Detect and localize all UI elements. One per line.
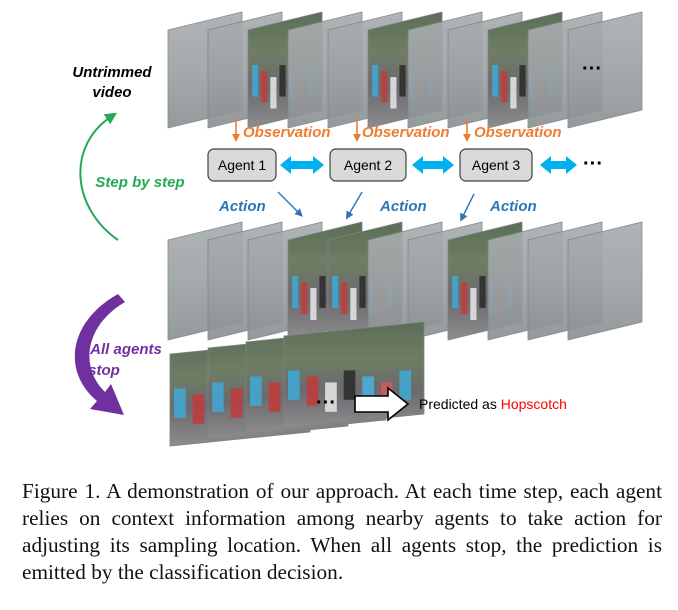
agent-link-arrows	[280, 156, 577, 174]
agent-box-1: Agent 1	[207, 148, 277, 182]
agent-box-2: Agent 2	[329, 148, 407, 182]
step-loop-arrow	[79, 112, 119, 241]
agent-label-1: Agent 1	[218, 157, 266, 173]
top-row-ellipsis: ···	[582, 58, 602, 80]
observation-label-1: Observation	[243, 124, 331, 141]
prediction-text: Predicted as Hopscotch	[419, 396, 567, 412]
observation-arrows	[232, 118, 471, 142]
final-frame-stack	[169, 321, 425, 447]
action-label-2: Action	[379, 198, 427, 215]
link-arrow-1-2	[280, 156, 324, 174]
input-label-line2: video	[92, 84, 131, 101]
top-frame-11	[567, 11, 643, 129]
input-label-line1: Untrimmed	[72, 64, 152, 81]
bottom-ellipsis: ···	[316, 392, 336, 414]
agent-label-2: Agent 2	[344, 157, 392, 173]
agent-box-3: Agent 3	[459, 148, 533, 182]
action-label-3: Action	[489, 198, 537, 215]
observation-label-2: Observation	[362, 124, 450, 141]
final-frame-4	[283, 321, 425, 429]
figure: Untrimmed video ··· Observation Observat…	[72, 11, 643, 447]
caption-label: Figure 1.	[22, 479, 101, 503]
middle-frame-11	[567, 221, 643, 341]
observation-label-3: Observation	[474, 124, 562, 141]
stop-label-line1: All agents	[89, 341, 162, 358]
stop-arrow	[74, 294, 125, 415]
top-frame-row	[167, 11, 643, 129]
stop-label-line2: stop	[88, 362, 120, 379]
prediction-class: Hopscotch	[501, 396, 567, 412]
step-label: Step by step	[95, 174, 184, 191]
agent-row-ellipsis: ···	[583, 153, 603, 175]
link-arrow-3-next	[540, 156, 577, 174]
action-arrows	[277, 191, 475, 222]
middle-frame-row	[167, 221, 643, 341]
prediction-arrow	[354, 386, 410, 422]
prediction-prefix: Predicted as	[419, 396, 501, 412]
link-arrow-2-3	[412, 156, 454, 174]
figure-caption: Figure 1. A demonstration of our approac…	[22, 478, 662, 586]
action-label-1: Action	[218, 198, 266, 215]
agent-label-3: Agent 3	[472, 157, 520, 173]
caption-text: A demonstration of our approach. At each…	[22, 479, 662, 584]
